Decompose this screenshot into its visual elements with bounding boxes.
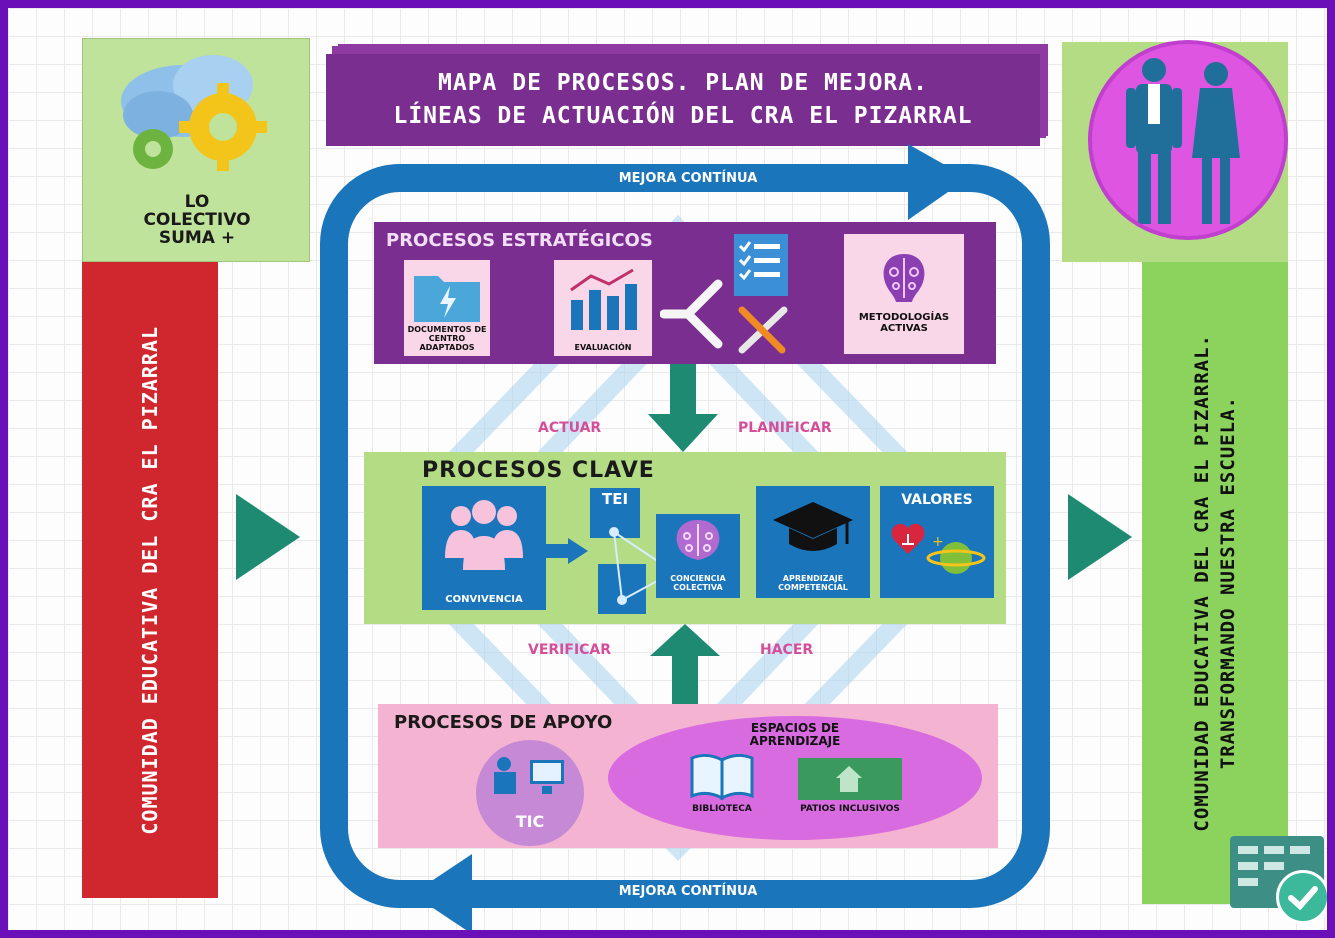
strategic-processes-panel: PROCESOS ESTRATÉGICOS DOCUMENTOS DE CENT… [374, 222, 996, 364]
svg-text:+: + [932, 534, 944, 550]
business-people-icon [1126, 58, 1240, 224]
evaluation-tile: EVALUACIÓN [554, 260, 652, 356]
down-arrow-icon [648, 364, 718, 452]
brain-icon [883, 254, 925, 302]
methodologies-label: METODOLOGÍAS ACTIVAS [858, 312, 950, 334]
folder-icon [414, 276, 480, 322]
logo-text: LO COLECTIVO SUMA + [83, 193, 311, 247]
tools-icon [738, 306, 788, 354]
patios-board [798, 758, 902, 800]
strategic-title: PROCESOS ESTRATÉGICOS [386, 230, 653, 251]
documents-label: DOCUMENTOS DE CENTRO ADAPTADOS [407, 325, 487, 352]
espacios-label: ESPACIOS DE APRENDIZAJE [749, 721, 841, 748]
loop-label-top: MEJORA CONTÍNUA [618, 171, 758, 186]
bar-chart-icon [570, 268, 637, 330]
right-banner-line-1: COMUNIDAD EDUCATIVA DEL CRA EL PIZARRAL. [1191, 334, 1213, 832]
loop-label-bottom: MEJORA CONTÍNUA [618, 884, 758, 899]
right-banner-line-2: TRANSFORMANDO NUESTRA ESCUELA. [1217, 396, 1239, 770]
title-line-1: MAPA DE PROCESOS. PLAN DE MEJORA. [438, 70, 928, 96]
computer-user-icon [494, 757, 564, 794]
cloud-gears-icon [121, 55, 267, 171]
planificar-label: PLANIFICAR [738, 420, 832, 436]
evaluation-label: EVALUACIÓN [574, 343, 632, 352]
tei-label: TEI [601, 490, 629, 508]
aprendizaje-tile: APRENDIZAJE COMPETENCIAL [756, 486, 870, 598]
left-banner: COMUNIDAD EDUCATIVA DEL CRA EL PIZARRAL [82, 262, 218, 898]
tic-label: TIC [515, 812, 545, 831]
logo-text-line-3: SUMA + [158, 228, 236, 248]
split-arrows-icon [660, 279, 723, 349]
house-icon [836, 766, 862, 792]
support-title: PROCESOS DE APOYO [394, 712, 613, 733]
connector-arrow-icon [546, 538, 588, 564]
biblioteca-label: BIBLIOTECA [692, 804, 752, 814]
book-icon [690, 754, 754, 800]
hacer-label: HACER [760, 642, 814, 658]
valores-label: VALORES [901, 492, 973, 508]
actuar-label: ACTUAR [538, 420, 602, 436]
people-avatar [1088, 40, 1288, 240]
left-banner-text: COMUNIDAD EDUCATIVA DEL CRA EL PIZARRAL [138, 325, 162, 835]
methodologies-tile: METODOLOGÍAS ACTIVAS [844, 234, 964, 354]
loop-arrow-bottom-icon [412, 854, 472, 930]
heart-planet-icon: + [891, 523, 986, 574]
up-arrow-icon [650, 624, 720, 706]
check-circle-icon [1276, 870, 1327, 924]
right-banner: COMUNIDAD EDUCATIVA DEL CRA EL PIZARRAL.… [1142, 262, 1288, 904]
conciencia-tile: CONCIENCIA COLECTIVA [656, 514, 740, 598]
tic-circle: TIC [476, 740, 584, 846]
valores-tile: VALORES + [880, 486, 994, 598]
group-icon [445, 500, 523, 570]
right-arrow-left-icon [236, 494, 300, 580]
checklist-tile [734, 234, 788, 296]
convivencia-tile: CONVIVENCIA [422, 486, 546, 610]
title-banner: MAPA DE PROCESOS. PLAN DE MEJORA. LÍNEAS… [326, 54, 1040, 146]
logo-text-line-2: COLECTIVO [143, 210, 251, 230]
right-arrow-right-icon [1068, 494, 1132, 580]
tei-node-tile [598, 564, 646, 614]
list-icon [738, 241, 780, 281]
loop-arrow-top-icon [908, 144, 968, 220]
brain-circuit-icon [676, 520, 720, 560]
espacios-ellipse: ESPACIOS DE APRENDIZAJE BIBLIOTECA PATIO… [608, 716, 982, 840]
logo-text-line-1: LO [184, 192, 210, 212]
conciencia-label: CONCIENCIA COLECTIVA [670, 574, 726, 592]
key-title: PROCESOS CLAVE [422, 458, 655, 483]
support-processes-panel: PROCESOS DE APOYO TIC ESPACIOS DE APREND… [378, 704, 998, 848]
aprendizaje-label: APRENDIZAJE COMPETENCIAL [778, 574, 848, 592]
patios-label: PATIOS INCLUSIVOS [800, 804, 900, 814]
logo-panel: LO COLECTIVO SUMA + [82, 38, 310, 262]
title-line-2: LÍNEAS DE ACTUACIÓN DEL CRA EL PIZARRAL [393, 103, 973, 129]
key-processes-panel: PROCESOS CLAVE CONVIVENCIA TEI [364, 452, 1006, 624]
verificar-label: VERIFICAR [528, 642, 612, 658]
documents-tile: DOCUMENTOS DE CENTRO ADAPTADOS [404, 260, 490, 356]
graduation-cap-icon [773, 502, 853, 551]
convivencia-label: CONVIVENCIA [445, 594, 523, 605]
